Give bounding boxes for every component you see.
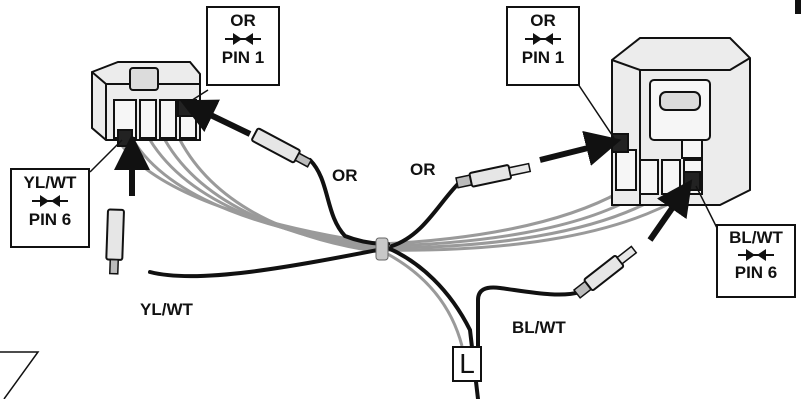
right-connector	[611, 37, 751, 206]
corner-outline	[0, 351, 40, 400]
bl-wt-wire	[476, 285, 582, 362]
black-wires	[148, 158, 582, 401]
splice-icon	[525, 33, 561, 45]
callout-pin-label: PIN 6	[734, 263, 778, 282]
terminal-left-or	[251, 127, 313, 168]
or-wire-left	[308, 158, 390, 246]
corner-mark	[795, 0, 801, 14]
arrow-right-pin1	[539, 130, 622, 166]
terminal-left-ylwt	[105, 208, 125, 275]
terminal-right-or	[455, 162, 532, 189]
callout-right-pin6: BL/WT PIN 6	[716, 224, 796, 298]
wire-label-right-or: OR	[410, 160, 436, 179]
yl-wt-wire	[148, 246, 390, 279]
callout-color-label: OR	[230, 11, 256, 30]
callout-pin-label: PIN 1	[221, 48, 265, 67]
wire-label-yl-wt: YL/WT	[140, 300, 193, 319]
callout-left-pin1: OR PIN 1	[206, 6, 280, 86]
wire-label-bl-wt: BL/WT	[512, 318, 566, 337]
gray-wire-bundle	[116, 139, 681, 347]
pointer-arrows	[114, 99, 693, 242]
left-connector	[91, 61, 201, 147]
callout-leaders	[89, 83, 719, 231]
callout-pin-label: PIN 1	[521, 48, 565, 67]
wire-label-left-or: OR	[332, 166, 358, 185]
splice-icon	[738, 249, 774, 261]
arrow-left-pin1	[179, 99, 252, 137]
or-wire-right	[390, 178, 464, 248]
splice-icon	[32, 195, 68, 207]
splice-icon	[225, 33, 261, 45]
terminal-right-blwt	[572, 245, 638, 299]
main-trunk	[386, 246, 480, 401]
callout-left-pin6: YL/WT PIN 6	[10, 168, 90, 248]
callout-color-label: BL/WT	[729, 228, 783, 247]
callout-right-pin1: OR PIN 1	[506, 6, 580, 86]
callout-color-label: YL/WT	[23, 173, 77, 192]
callout-color-label: OR	[530, 11, 556, 30]
arrow-right-pin6	[647, 179, 693, 242]
callout-pin-label: PIN 6	[28, 210, 72, 229]
view-label-box: L	[452, 346, 482, 382]
wire-tie	[375, 237, 389, 261]
